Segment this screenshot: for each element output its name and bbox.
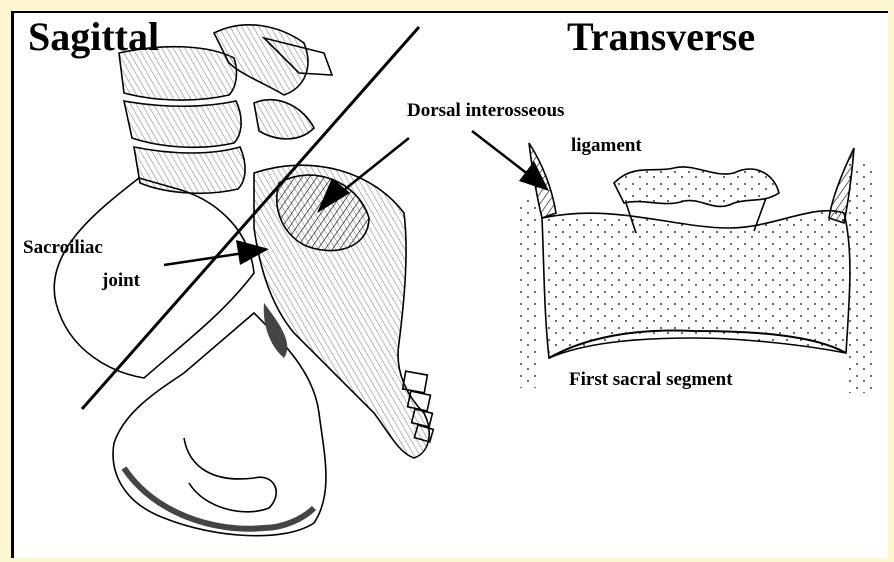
title-transverse: Transverse: [567, 17, 755, 57]
sacral-body: [542, 211, 850, 358]
title-sagittal: Sagittal: [28, 17, 159, 57]
posterior-arch: [614, 167, 779, 207]
label-sacroiliac-line2: joint: [102, 271, 140, 290]
transverse-drawing: [472, 131, 874, 393]
label-sacroiliac-line1: Sacroiliac: [23, 238, 103, 257]
label-dorsal-line1: Dorsal interosseous: [407, 101, 564, 120]
label-dorsal-line2: ligament: [571, 136, 642, 155]
figure-frame: Sagittal Transverse Dorsal interosseous …: [11, 11, 888, 558]
arrow-sacroiliac: [164, 240, 269, 265]
pubis-ischium: [113, 313, 326, 536]
label-first-sacral-segment: First sacral segment: [569, 370, 733, 389]
anatomy-drawing: [14, 13, 888, 558]
ilium: [54, 178, 254, 378]
